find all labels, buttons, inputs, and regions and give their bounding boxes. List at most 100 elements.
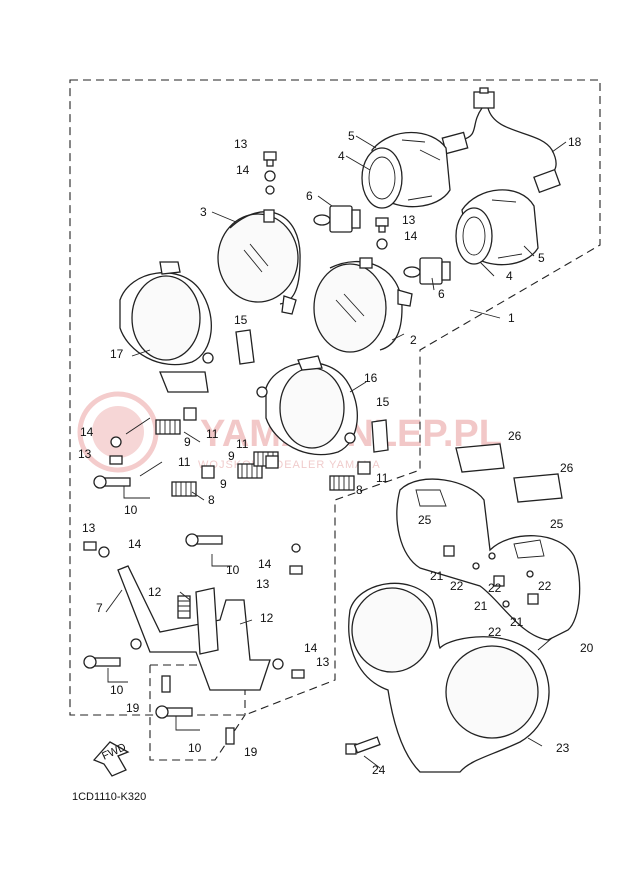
nut-11c	[265, 455, 279, 469]
spring-12a	[177, 595, 191, 619]
callouts: 1 2 3 4 4 5 5 6 6 7 8 8 9 9 9 10 10 10 1…	[78, 129, 594, 777]
pad-26b	[513, 473, 563, 503]
diagram-ref-code: 1CD1110-K320	[72, 791, 146, 803]
callout-4b: 4	[506, 269, 513, 283]
callout-13c: 13	[78, 447, 92, 461]
watermark-subtitle: WOJSKOWY DEALER YAMAHA	[198, 459, 381, 471]
callout-26a: 26	[508, 429, 522, 443]
spring-9a	[155, 419, 181, 435]
callout-6a: 6	[306, 189, 313, 203]
callout-15b: 15	[376, 395, 390, 409]
bolt-13-low	[83, 541, 97, 551]
bulb-left	[313, 205, 361, 233]
callout-21c: 21	[510, 615, 524, 629]
headlight-unit-right	[313, 257, 413, 353]
callout-13f: 13	[316, 655, 330, 669]
callout-4a: 4	[338, 149, 345, 163]
callout-9c: 9	[220, 477, 227, 491]
callout-9a: 9	[184, 435, 191, 449]
callout-23: 23	[556, 741, 570, 755]
callout-24: 24	[372, 763, 386, 777]
callout-14a: 14	[236, 163, 250, 177]
screw-22b	[526, 570, 534, 578]
bolt-24	[345, 736, 381, 755]
callout-6b: 6	[438, 287, 445, 301]
clip-21a	[443, 545, 455, 557]
bolt-13-left	[109, 455, 123, 465]
screw-10b	[185, 533, 223, 547]
callout-13e: 13	[256, 577, 270, 591]
assembly-outline	[69, 79, 601, 716]
spring-8b	[329, 475, 355, 491]
callout-13d: 13	[82, 521, 96, 535]
bolt-13-right	[291, 669, 305, 679]
washer-14e	[291, 543, 301, 553]
callout-7: 7	[96, 601, 103, 615]
bolt-19a	[161, 675, 171, 693]
screw-10c	[83, 655, 121, 669]
callout-9b: 9	[228, 449, 235, 463]
callout-12b: 12	[260, 611, 274, 625]
callout-22c: 22	[538, 579, 552, 593]
spring-9b	[237, 463, 263, 479]
callout-18: 18	[568, 135, 582, 149]
callout-22d: 22	[488, 625, 502, 639]
callout-1: 1	[508, 311, 515, 325]
bolt-13-mid	[375, 217, 389, 233]
bulb-right	[403, 257, 451, 285]
callout-11a: 11	[206, 427, 219, 441]
callout-3: 3	[200, 205, 207, 219]
callout-11d: 11	[376, 471, 389, 485]
screw-22c	[488, 552, 496, 560]
meter-cover	[348, 582, 550, 773]
headlight-unit-left	[217, 209, 301, 315]
callout-10b: 10	[226, 563, 240, 577]
washer-14f	[272, 658, 284, 670]
callout-26b: 26	[560, 461, 574, 475]
bolt-19b	[225, 727, 235, 745]
bolt-13-bot	[289, 565, 303, 575]
callout-25b: 25	[550, 517, 564, 531]
pad-26a	[455, 443, 505, 473]
callout-22b: 22	[488, 581, 502, 595]
callout-2: 2	[410, 333, 417, 347]
callout-13b: 13	[402, 213, 416, 227]
screw-22a	[472, 562, 480, 570]
callout-14b: 14	[404, 229, 418, 243]
callout-8b: 8	[356, 483, 363, 497]
lower-mount-bracket	[117, 565, 271, 691]
callout-25a: 25	[418, 513, 432, 527]
callout-11c: 11	[236, 437, 249, 451]
wiring-harness	[441, 87, 561, 194]
spring-8a	[171, 481, 197, 497]
callout-10c: 10	[110, 683, 124, 697]
callout-10a: 10	[124, 503, 138, 517]
washer-14b	[376, 238, 388, 250]
callout-20: 20	[580, 641, 594, 655]
washer-14d	[98, 546, 110, 558]
headlight-housing-right	[455, 189, 539, 266]
callout-11b: 11	[178, 455, 191, 469]
callout-12a: 12	[148, 585, 162, 599]
bracket-plate-upper	[235, 329, 255, 365]
callout-10d: 10	[188, 741, 202, 755]
headlight-housing-left	[361, 131, 451, 209]
callout-19a: 19	[126, 701, 140, 715]
washer-14a	[264, 170, 276, 182]
screw-10d	[155, 705, 193, 719]
callout-21a: 21	[430, 569, 444, 583]
callout-14d: 14	[128, 537, 142, 551]
callout-8a: 8	[208, 493, 215, 507]
screw-22d	[502, 600, 510, 608]
callout-17: 17	[110, 347, 124, 361]
callout-14c: 14	[80, 425, 94, 439]
callout-16: 16	[364, 371, 378, 385]
washer-14a2	[265, 185, 275, 195]
clip-21c	[527, 593, 539, 605]
callout-14f: 14	[304, 641, 318, 655]
callout-19b: 19	[244, 745, 258, 759]
callout-14e: 14	[258, 557, 272, 571]
headlight-bracket-right	[256, 355, 358, 456]
clip-21b	[493, 575, 505, 587]
